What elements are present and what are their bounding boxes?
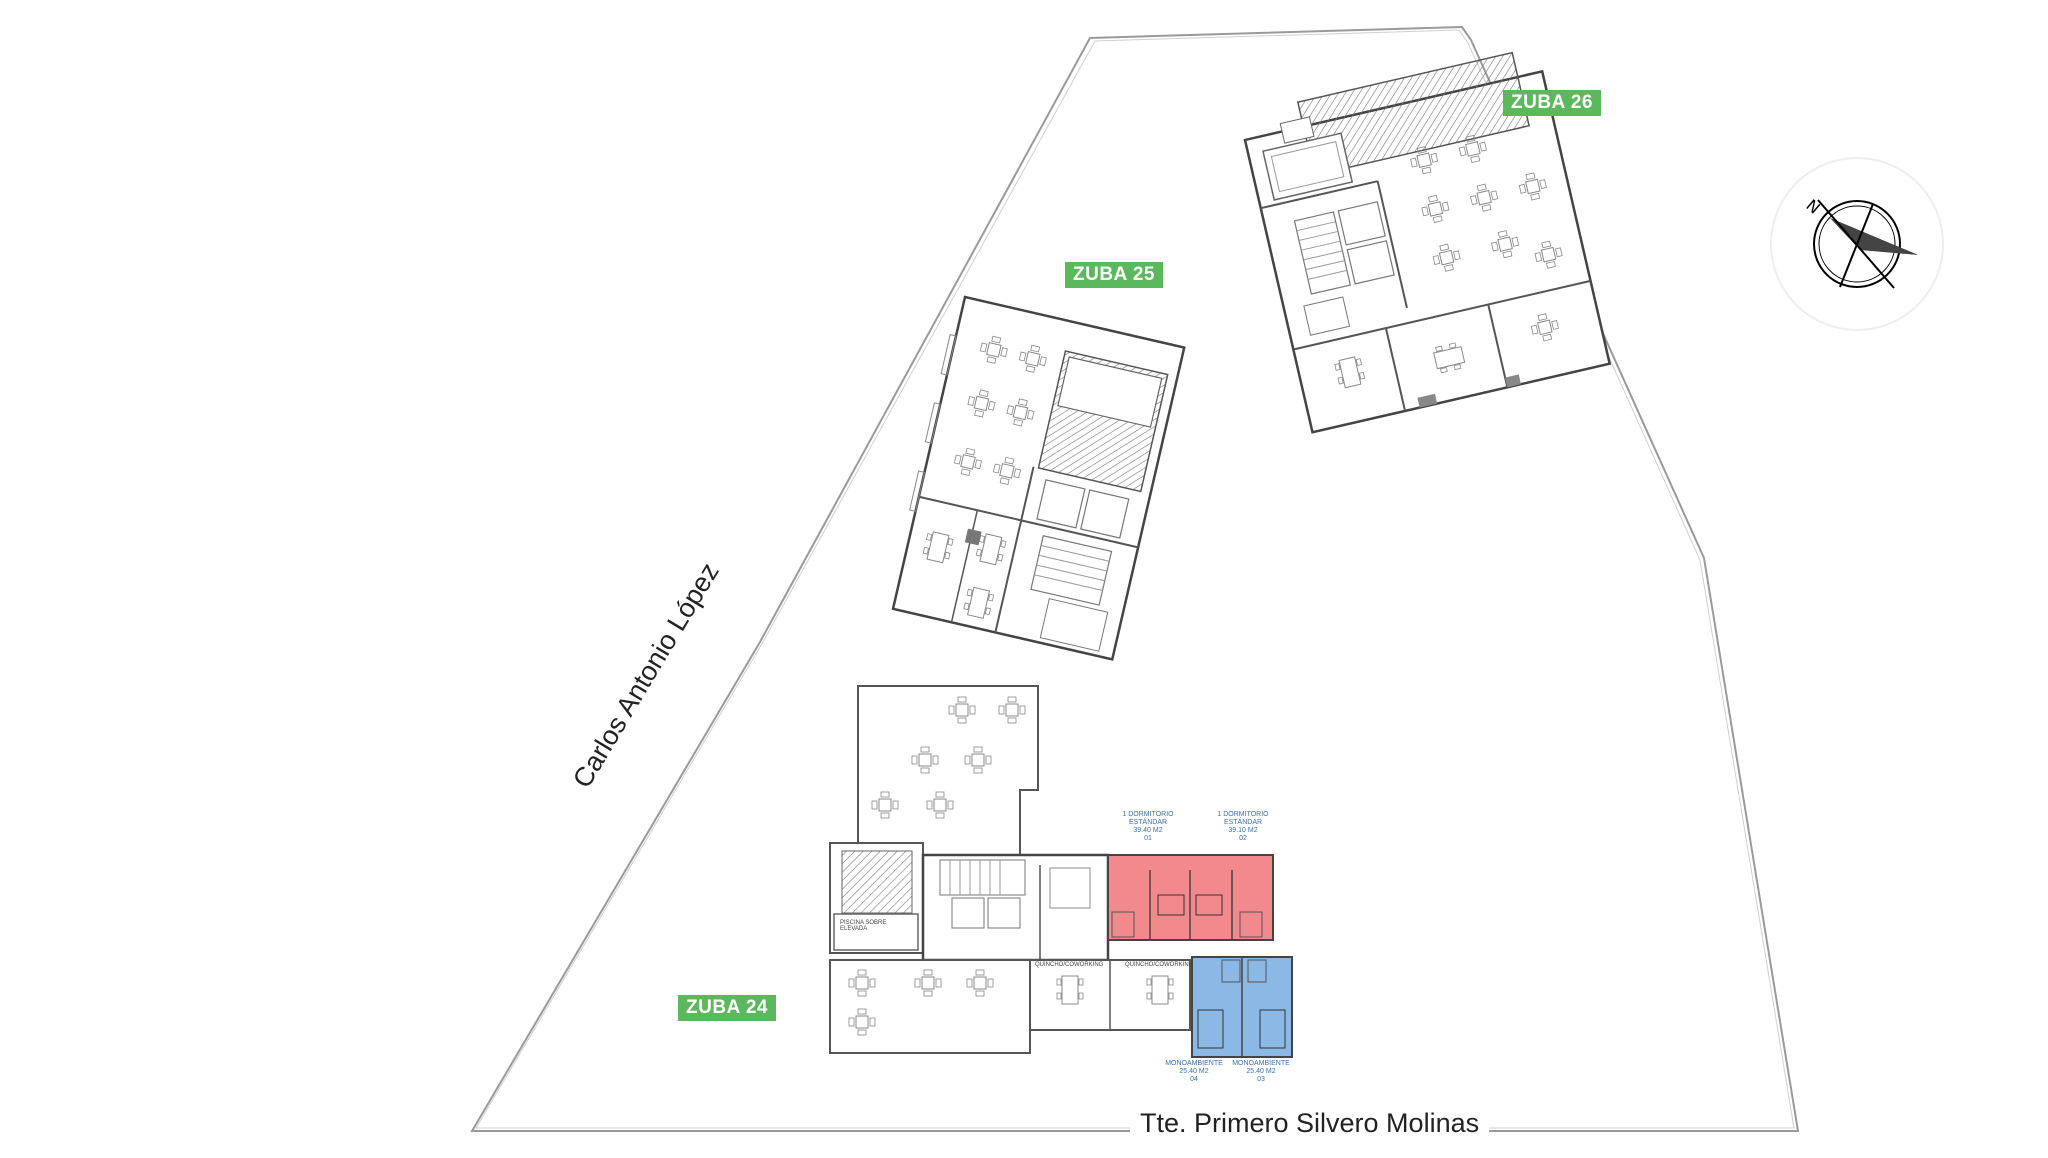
unit-01-number: 01 [1144,835,1152,842]
zuba24-label: ZUBA 24 [678,995,776,1021]
zuba25-label: ZUBA 25 [1065,262,1163,288]
unit-03-type: MONOAMBIENTE [1232,1060,1290,1067]
zuba26-label: ZUBA 26 [1503,90,1601,116]
zuba24-floorplan [829,685,1293,1058]
unit-02-type: 1 DORMITORIO ESTÁNDAR [1217,811,1269,826]
street-label-south: Tte. Primero Silvero Molinas [1130,1108,1490,1139]
cowork-label-1: QUINCHO/COWORKING [1035,962,1104,968]
unit-02-area: 39.10 M2 [1228,827,1258,834]
compass-rose-icon: N [1770,157,1944,331]
unit-01-area: 39.40 M2 [1133,827,1163,834]
cowork-label-2: QUINCHO/COWORKING [1125,962,1194,968]
unit-01-type: 1 DORMITORIO ESTÁNDAR [1122,811,1174,826]
zuba26-floorplan [1243,51,1612,434]
unit-04-area: 25.40 M2 [1179,1068,1209,1075]
site-boundary [470,25,1800,1132]
unit-03-label: MONOAMBIENTE 25.40 M2 03 [1226,1060,1296,1084]
unit-04-type: MONOAMBIENTE [1165,1060,1223,1067]
pool-label: PISCINA SOBRE ELEVADA [840,920,887,932]
unit-04-number: 04 [1190,1076,1198,1083]
unit-04-label: MONOAMBIENTE 25.40 M2 04 [1159,1060,1229,1084]
unit-01-label: 1 DORMITORIO ESTÁNDAR 39.40 M2 01 [1103,811,1193,843]
unit-03-area: 25.40 M2 [1246,1068,1276,1075]
unit-03-number: 03 [1257,1076,1265,1083]
unit-02-label: 1 DORMITORIO ESTÁNDAR 39.10 M2 02 [1198,811,1288,843]
zuba25-floorplan [891,295,1186,661]
unit-02-number: 02 [1239,835,1247,842]
